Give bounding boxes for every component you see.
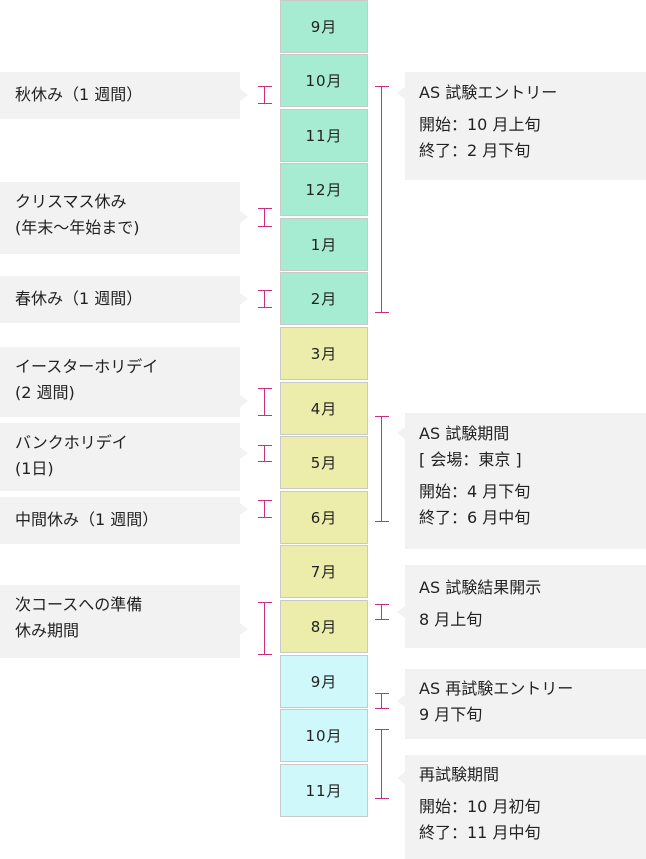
- period-bracket: [258, 445, 272, 462]
- note-line: 終了：11 月中旬: [419, 823, 541, 842]
- note-title: AS 試験エントリー: [419, 83, 558, 102]
- note-as-exam-entry: AS 試験エントリー 開始：10 月上旬 終了：2 月下旬: [405, 72, 646, 180]
- month-cell: 12月: [280, 163, 368, 216]
- note-line: 秋休み（1 週間）: [15, 85, 143, 104]
- month-cell: 8月: [280, 600, 368, 653]
- note-line: 終了：6 月中旬: [419, 508, 531, 527]
- month-cell: 3月: [280, 327, 368, 380]
- month-cell: 11月: [280, 764, 368, 817]
- pointer-arrow: [240, 89, 248, 101]
- period-bracket: [375, 693, 389, 709]
- note-line: イースターホリデイ: [15, 357, 159, 376]
- note-easter-holiday: イースターホリデイ (2 週間): [0, 347, 240, 417]
- note-half-term: 中間休み（1 週間）: [0, 497, 240, 544]
- note-line: 9 月下旬: [419, 705, 483, 724]
- pointer-arrow: [397, 87, 405, 99]
- note-line: (年末〜年始まで): [15, 218, 140, 237]
- pointer-arrow: [397, 772, 405, 784]
- note-as-exam-period: AS 試験期間 [ 会場：東京 ] 開始：4 月下旬 終了：6 月中旬: [405, 413, 646, 549]
- note-autumn-break: 秋休み（1 週間）: [0, 72, 240, 119]
- period-bracket: [375, 729, 389, 799]
- month-cell: 10月: [280, 54, 368, 107]
- note-line: 休み期間: [15, 621, 80, 640]
- month-cell: 9月: [280, 655, 368, 708]
- note-line: クリスマス休み: [15, 192, 127, 211]
- note-christmas-break: クリスマス休み (年末〜年始まで): [0, 182, 240, 254]
- pointer-arrow: [240, 395, 248, 407]
- month-cell: 7月: [280, 545, 368, 598]
- note-title: AS 試験期間: [419, 424, 510, 443]
- period-bracket: [258, 86, 272, 104]
- period-bracket: [258, 208, 272, 227]
- period-bracket: [375, 604, 389, 620]
- period-bracket: [258, 290, 272, 308]
- month-cell: 11月: [280, 109, 368, 162]
- note-bank-holiday: バンクホリデイ (1日): [0, 423, 240, 491]
- period-bracket: [258, 388, 272, 416]
- pointer-arrow: [397, 606, 405, 618]
- pointer-arrow: [240, 293, 248, 305]
- note-title: AS 試験結果開示: [419, 578, 542, 597]
- pointer-arrow: [240, 623, 248, 635]
- note-as-exam-results: AS 試験結果開示 8 月上旬: [405, 565, 646, 648]
- month-cell: 2月: [280, 272, 368, 325]
- note-line: 終了：2 月下旬: [419, 141, 531, 160]
- note-line: 開始：10 月初旬: [419, 797, 541, 816]
- month-cell: 9月: [280, 0, 368, 53]
- period-bracket: [258, 500, 272, 518]
- period-bracket: [258, 602, 272, 655]
- pointer-arrow: [240, 447, 248, 459]
- month-cell: 10月: [280, 709, 368, 762]
- pointer-arrow: [397, 427, 405, 439]
- note-line: 8 月上旬: [419, 610, 483, 629]
- note-as-retake-entry: AS 再試験エントリー 9 月下旬: [405, 669, 646, 739]
- pointer-arrow: [240, 503, 248, 515]
- note-line: (2 週間): [15, 383, 75, 402]
- month-cell: 5月: [280, 436, 368, 489]
- note-line: 中間休み（1 週間）: [15, 510, 159, 529]
- pointer-arrow: [240, 211, 248, 223]
- note-line: 開始：10 月上旬: [419, 115, 541, 134]
- note-line: バンクホリデイ: [15, 433, 128, 452]
- month-cell: 4月: [280, 382, 368, 435]
- period-bracket: [375, 86, 389, 313]
- note-line: 次コースへの準備: [15, 595, 143, 614]
- note-line: (1日): [15, 459, 54, 478]
- note-subtitle: [ 会場：東京 ]: [419, 450, 522, 469]
- note-preparation-break: 次コースへの準備 休み期間: [0, 585, 240, 658]
- month-cell: 6月: [280, 491, 368, 544]
- note-line: 春休み（1 週間）: [15, 289, 143, 308]
- note-line: 開始：4 月下旬: [419, 482, 531, 501]
- note-title: AS 再試験エントリー: [419, 679, 574, 698]
- month-cell: 1月: [280, 218, 368, 271]
- note-retake-period: 再試験期間 開始：10 月初旬 終了：11 月中旬: [405, 755, 646, 859]
- pointer-arrow: [397, 695, 405, 707]
- note-spring-break: 春休み（1 週間）: [0, 276, 240, 323]
- period-bracket: [375, 416, 389, 522]
- note-title: 再試験期間: [419, 765, 500, 784]
